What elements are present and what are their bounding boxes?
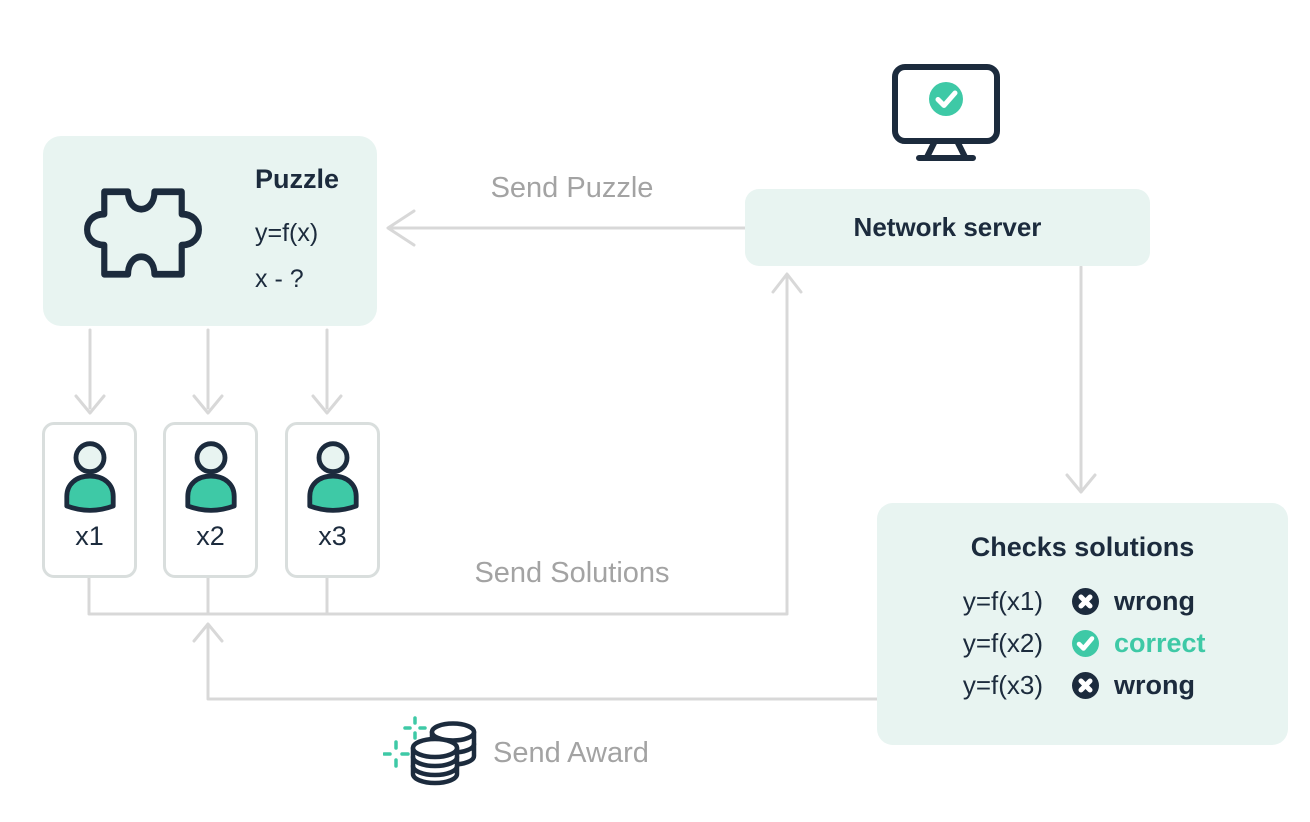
- checks-rows: y=f(x1) wrong y=f(x2) correct y=f(x3) wr…: [877, 580, 1288, 706]
- network-server-box: Network server: [745, 189, 1150, 266]
- check-row-x3: y=f(x3) wrong: [877, 664, 1288, 706]
- person-icon: [63, 441, 116, 513]
- x-circle-icon: [1071, 671, 1100, 700]
- x-circle-icon: [1071, 587, 1100, 616]
- miner-label: x1: [75, 521, 104, 551]
- check-result: correct: [1114, 627, 1206, 658]
- miner-label: x2: [196, 521, 225, 551]
- check-row-x1: y=f(x1) wrong: [877, 580, 1288, 622]
- miner-label: x3: [318, 521, 347, 551]
- check-result: wrong: [1114, 585, 1195, 616]
- person-icon: [306, 441, 359, 513]
- miner-card-x3: x3: [285, 422, 380, 578]
- check-result: wrong: [1114, 669, 1195, 700]
- network-server-label: Network server: [853, 212, 1042, 242]
- send-puzzle-arrowhead: [386, 209, 416, 247]
- person-icon: [184, 441, 237, 513]
- puzzle-to-miner2-arrow: [192, 328, 224, 415]
- check-expr: y=f(x3): [962, 669, 1043, 700]
- server-to-checks-arrow: [1065, 265, 1097, 494]
- send-solutions-label: Send Solutions: [474, 557, 670, 589]
- send-puzzle-label: Send Puzzle: [490, 172, 654, 204]
- send-solutions-line: [87, 274, 789, 616]
- puzzle-to-miner1-arrow: [74, 328, 106, 415]
- puzzle-title: Puzzle: [255, 164, 340, 194]
- send-award-line: [206, 625, 879, 701]
- puzzle-box: Puzzle y=f(x) x - ?: [43, 136, 377, 326]
- coins-sparkle-icon: [383, 716, 477, 786]
- checks-solutions-box: Checks solutions y=f(x1) wrong y=f(x2) c…: [877, 503, 1288, 745]
- checks-title: Checks solutions: [970, 532, 1195, 562]
- puzzle-formula: y=f(x): [255, 219, 319, 247]
- check-expr: y=f(x2): [962, 627, 1043, 658]
- check-circle-icon: [1071, 629, 1100, 658]
- send-award-arrowhead: [192, 622, 224, 643]
- puzzle-to-miner3-arrow: [311, 328, 343, 415]
- send-award-label: Send Award: [493, 737, 649, 769]
- puzzle-unknown: x - ?: [255, 265, 304, 293]
- miner-card-x2: x2: [163, 422, 258, 578]
- miner-card-x1: x1: [42, 422, 137, 578]
- check-row-x2: y=f(x2) correct: [877, 622, 1288, 664]
- send-solutions-arrowhead: [771, 272, 803, 294]
- check-expr: y=f(x1): [962, 585, 1043, 616]
- monitor-check-icon: [892, 64, 1000, 161]
- puzzle-text-block: Puzzle y=f(x) x - ?: [255, 164, 339, 311]
- puzzle-piece-icon: [84, 188, 202, 278]
